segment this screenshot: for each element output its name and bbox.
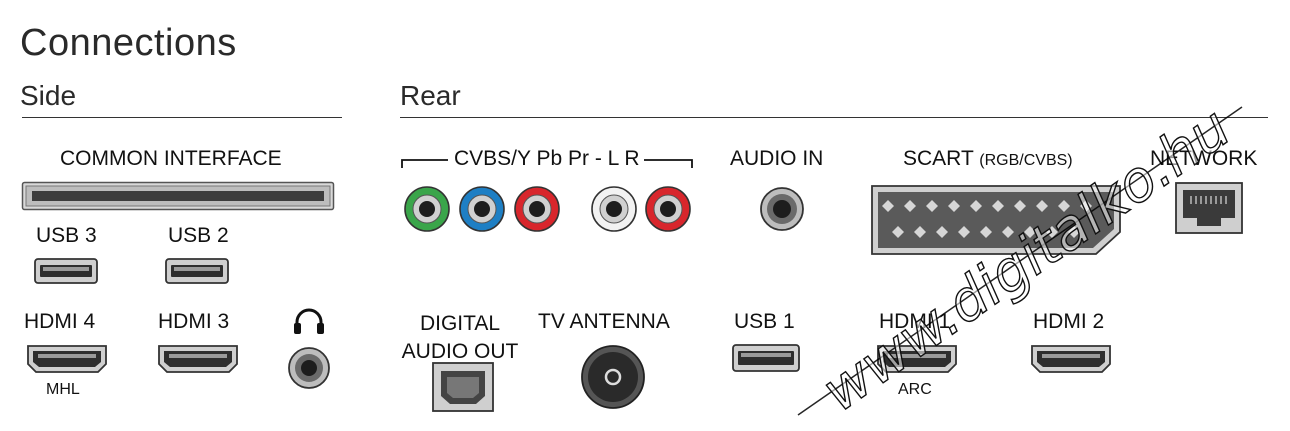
usb1-port[interactable] — [732, 344, 800, 372]
hdmi4-port[interactable] — [26, 344, 108, 374]
cvbs-bracket — [401, 159, 693, 168]
common-interface-label: COMMON INTERFACE — [60, 147, 282, 170]
tv-antenna-label: TV ANTENNA — [538, 310, 670, 333]
network-port[interactable] — [1175, 182, 1243, 234]
network-label: NETWORK — [1150, 147, 1258, 170]
hdmi4-label: HDMI 4 — [24, 310, 96, 333]
headphone-jack[interactable] — [287, 346, 331, 390]
cvbs-label: CVBS/Y Pb Pr - L R — [454, 147, 640, 170]
scart-text: SCART — [903, 147, 974, 170]
rca-white-jack-l[interactable] — [590, 185, 638, 233]
optical-port[interactable] — [432, 362, 494, 412]
scart-label: SCART (RGB/CVBS) — [903, 147, 1073, 171]
usb3-port[interactable] — [34, 258, 98, 284]
rca-red-jack-pr[interactable] — [513, 185, 561, 233]
rca-red-jack-r[interactable] — [644, 185, 692, 233]
rear-divider — [400, 117, 1268, 118]
digital-audio-out-line1: DIGITAL — [419, 312, 501, 335]
hdmi3-port[interactable] — [157, 344, 239, 374]
page-title: Connections — [20, 22, 237, 64]
hdmi4-mhl-label: MHL — [46, 381, 80, 398]
hdmi2-label: HDMI 2 — [1033, 310, 1105, 333]
section-rear: Rear — [400, 80, 461, 111]
digital-audio-out-line2: AUDIO OUT — [401, 340, 519, 363]
usb1-label: USB 1 — [734, 310, 795, 333]
hdmi3-label: HDMI 3 — [158, 310, 230, 333]
watermark: www.digitalko.hu — [797, 95, 1243, 425]
usb2-label: USB 2 — [168, 224, 229, 247]
hdmi2-port[interactable] — [1030, 344, 1112, 374]
antenna-port[interactable] — [580, 344, 646, 410]
digital-audio-out-label: DIGITAL AUDIO OUT — [390, 310, 530, 366]
common-interface-slot[interactable] — [21, 181, 335, 211]
watermark-text: www.digitalko.hu — [811, 95, 1242, 424]
hdmi1-label: HDMI 1 — [879, 310, 951, 333]
rca-blue-jack[interactable] — [458, 185, 506, 233]
usb2-port[interactable] — [165, 258, 229, 284]
side-divider — [22, 117, 342, 118]
usb3-label: USB 3 — [36, 224, 97, 247]
scart-sub-text: (RGB/CVBS) — [979, 152, 1073, 169]
audio-in-label: AUDIO IN — [730, 147, 824, 170]
rca-green-jack[interactable] — [403, 185, 451, 233]
hdmi1-arc-label: ARC — [898, 381, 932, 398]
scart-port[interactable] — [870, 184, 1122, 256]
hdmi1-port[interactable] — [876, 344, 958, 374]
section-side: Side — [20, 80, 77, 111]
headphone-icon — [294, 308, 324, 334]
audio-in-jack[interactable] — [759, 186, 805, 232]
